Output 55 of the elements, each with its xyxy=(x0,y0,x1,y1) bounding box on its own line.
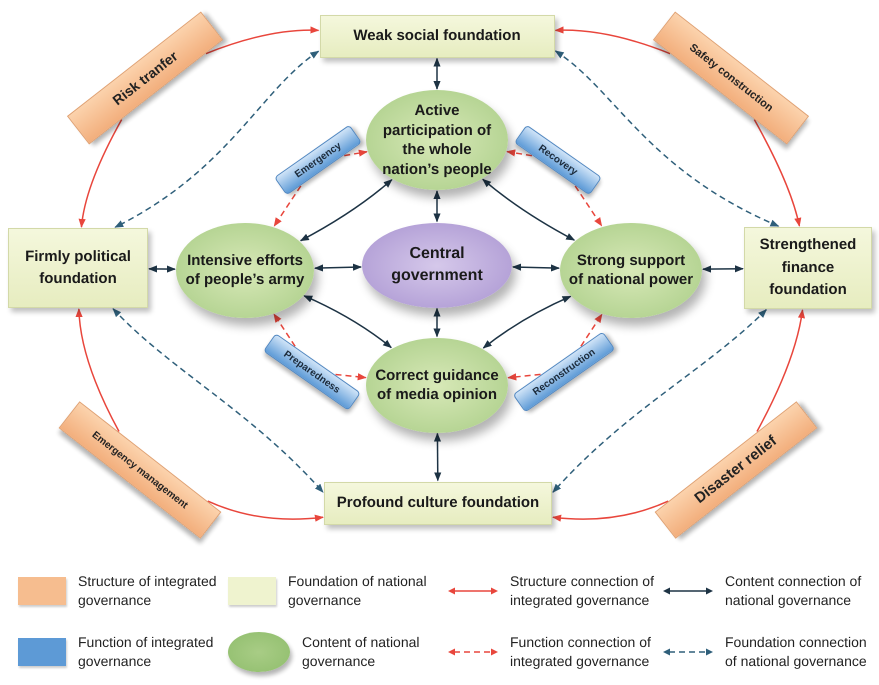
arrow xyxy=(314,264,362,272)
node-label: Intensive efforts of people’s army xyxy=(184,250,306,290)
arrow xyxy=(434,432,442,482)
arrow xyxy=(754,119,802,227)
arrow xyxy=(433,308,441,338)
arrow xyxy=(482,178,576,241)
foundation-box xyxy=(320,14,554,58)
arrow xyxy=(433,190,441,222)
legend-label: Content connection of national governance xyxy=(725,572,862,610)
arrow xyxy=(207,500,324,522)
arrow xyxy=(344,150,368,157)
arrow xyxy=(512,264,560,272)
legend-label: Function of integrated governance xyxy=(78,632,214,671)
foundation-box xyxy=(744,227,872,309)
legend-label: Foundation connection of national governance xyxy=(725,632,868,671)
arrow xyxy=(506,149,532,156)
legend-label: Foundation of national governance xyxy=(288,572,428,610)
foundation-box xyxy=(324,482,552,524)
arrow xyxy=(507,373,541,380)
node-label: Strengthened finance foundation xyxy=(758,235,858,300)
node-label: Active participation of the whole nation’s people xyxy=(381,101,493,179)
legend-label: Content of national governance xyxy=(302,632,421,671)
arrow xyxy=(300,179,392,242)
arrow xyxy=(112,308,324,493)
foundation-box xyxy=(8,228,148,308)
arrow xyxy=(303,295,392,348)
node-label: Central government xyxy=(390,244,484,286)
arrow xyxy=(580,314,603,347)
legend-label: Structure of integrated governance xyxy=(78,572,218,610)
arrow xyxy=(335,373,367,380)
legend-label: Structure connection of integrated governance xyxy=(510,572,655,610)
arrow xyxy=(114,50,320,228)
arrow xyxy=(76,308,120,432)
arrow xyxy=(206,26,320,54)
content-ellipse xyxy=(560,222,702,318)
arrow xyxy=(148,265,176,273)
node-label: Profound culture foundation xyxy=(336,492,540,513)
arrow xyxy=(574,186,602,226)
arrow xyxy=(78,119,122,228)
arrow xyxy=(482,296,572,349)
legend-label: Function connection of integrated governance xyxy=(510,632,652,671)
node-label: Weak social foundation xyxy=(353,26,521,46)
arrow xyxy=(433,58,441,90)
arrow xyxy=(702,265,744,273)
arrow xyxy=(552,500,669,522)
arrow xyxy=(554,26,670,54)
arrow xyxy=(554,50,780,227)
node-label: Strong support of national power xyxy=(568,250,694,290)
arrow xyxy=(273,313,296,347)
arrow xyxy=(756,309,805,432)
arrow xyxy=(274,186,302,227)
node-label: Firmly political foundation xyxy=(24,246,132,289)
content-ellipse xyxy=(366,338,508,432)
arrow xyxy=(552,309,767,493)
node-label: Correct guidance of media opinion xyxy=(374,366,500,404)
